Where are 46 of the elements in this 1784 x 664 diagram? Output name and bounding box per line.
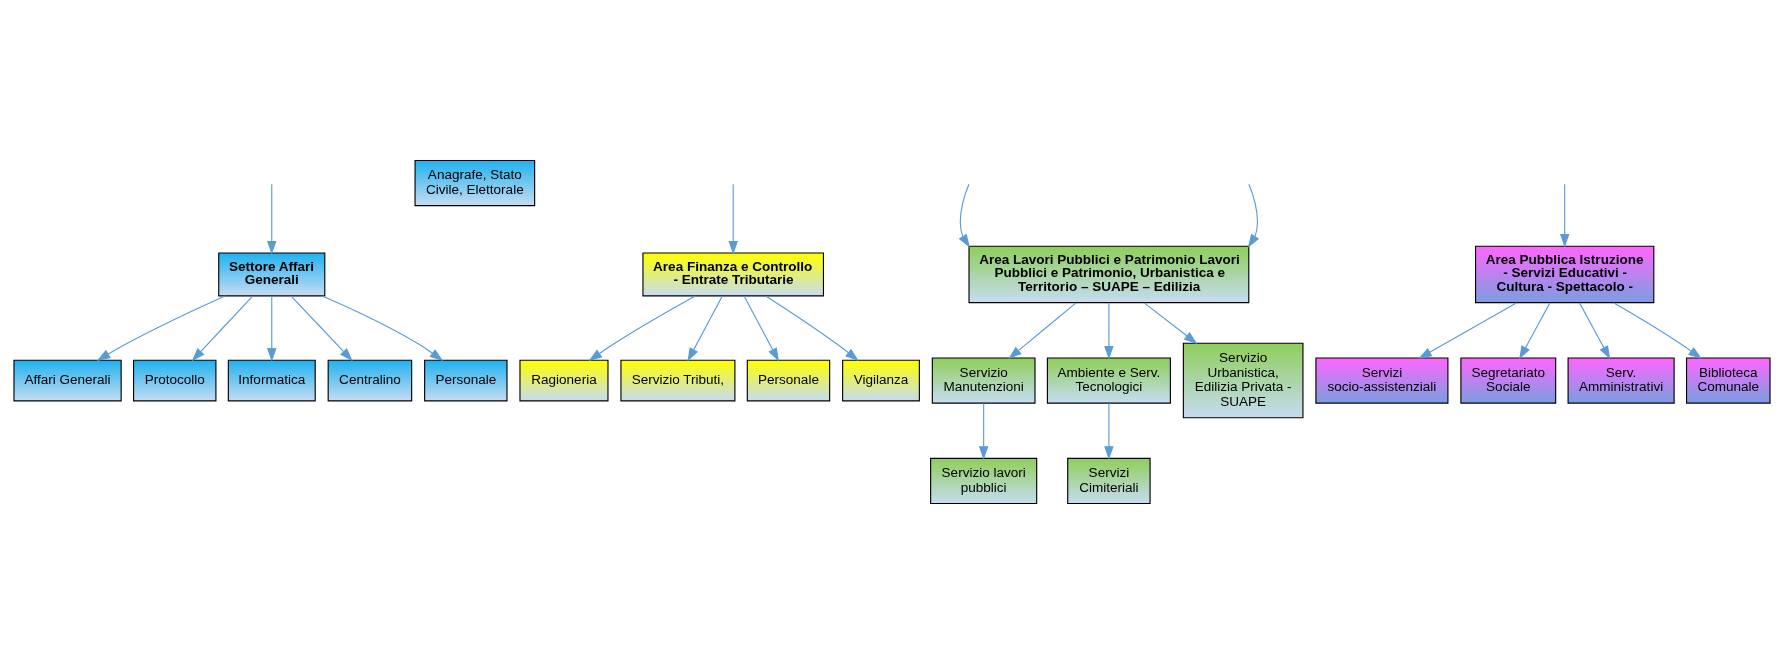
arrow	[1247, 183, 1260, 248]
node-box: Vigilanza	[842, 359, 920, 402]
arrow	[588, 295, 696, 362]
node-box: Biblioteca Comunale	[1685, 357, 1771, 404]
arrow	[267, 295, 277, 362]
arrow	[1143, 302, 1198, 344]
node-box: Segretariato Sociale	[1460, 357, 1557, 404]
arrow	[765, 295, 859, 361]
node-box: Servizio Urbanistica, Edilizia Privata - SUAPE	[1182, 342, 1304, 419]
arrow	[290, 295, 353, 362]
arrow	[728, 183, 738, 255]
arrow	[978, 402, 989, 460]
node-box: Personale	[746, 359, 831, 402]
node-box: Personale	[424, 359, 508, 402]
arrow	[687, 295, 723, 362]
arrow	[958, 183, 970, 248]
node-box: Affari Generali	[13, 359, 122, 402]
arrow	[1519, 302, 1551, 360]
node-box: Area Lavori Pubblici e Patrimonio Lavori Pubblici e Patrimonio, Urbanistica e Territorio – SUAPE – Edilizia	[968, 245, 1250, 304]
node-box: Servizio lavori pubblici	[930, 457, 1038, 505]
node-box: Ragioneria	[519, 359, 609, 402]
arrow	[1104, 302, 1114, 360]
node-box: Ambiente e Serv. Tecnologici	[1046, 357, 1171, 404]
node-box: Servizi Cimiteriali	[1067, 457, 1151, 505]
node-box: Serv. Amministrativi	[1567, 357, 1675, 404]
node-box: Protocollo	[133, 359, 217, 402]
arrow	[1008, 302, 1077, 359]
arrow	[743, 295, 779, 362]
node-box: Area Finanza e Controllo - Entrate Tributarie	[642, 252, 825, 297]
node-box: Servizio Manutenzioni	[931, 357, 1036, 404]
arrow	[1418, 302, 1518, 359]
arrow	[1559, 183, 1570, 248]
arrow	[321, 295, 444, 361]
node-box: Centralino	[327, 359, 413, 402]
arrow	[191, 295, 254, 362]
node-box: Anagrafe, Stato Civile, Elettorale	[414, 159, 536, 207]
arrow	[267, 183, 277, 255]
node-box: Informatica	[227, 359, 316, 402]
arrow	[1613, 302, 1702, 359]
arrow	[96, 295, 226, 361]
arrow	[1578, 302, 1611, 360]
node-box: Servizio Tributi,	[620, 359, 736, 402]
arrow	[1104, 402, 1114, 460]
node-box: Area Pubblica Istruzione - Servizi Educativi - Cultura - Spettacolo -	[1475, 245, 1655, 304]
node-box: Settore Affari Generali	[218, 252, 326, 297]
node-box: Servizi socio-assistenziali	[1315, 357, 1449, 404]
